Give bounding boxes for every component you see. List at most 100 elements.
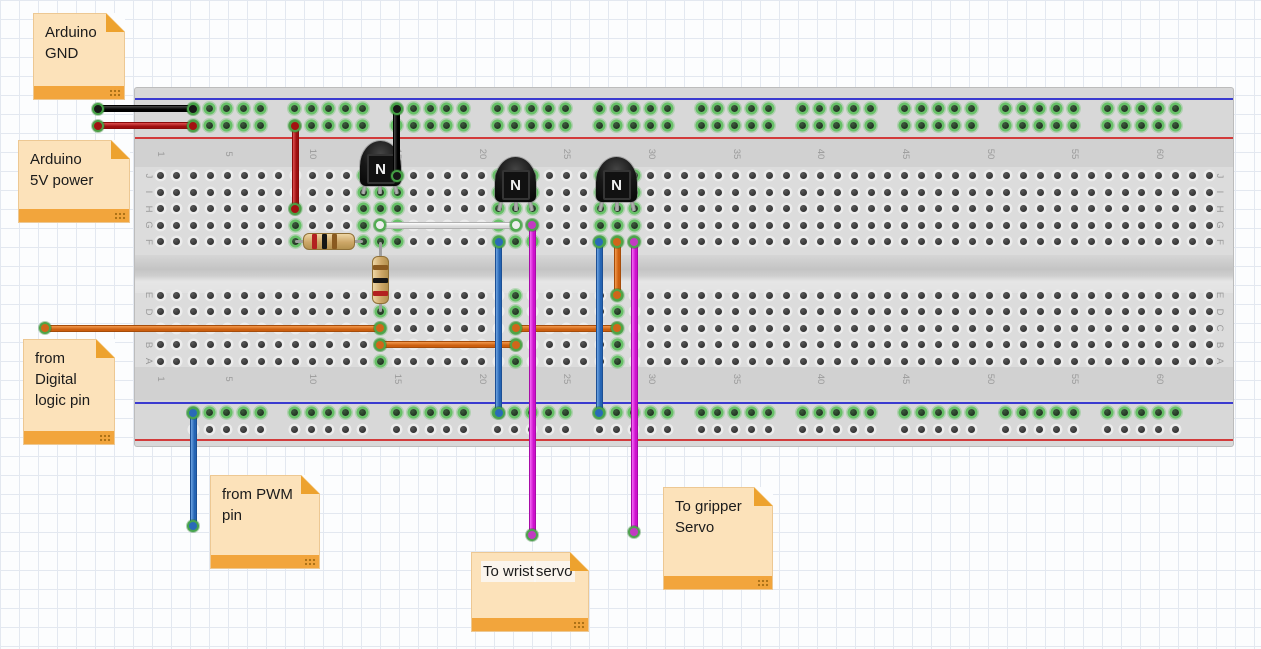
note-resize-grip[interactable]: [758, 578, 769, 587]
breadboard-hole: [850, 308, 858, 315]
breadboard-hole: [867, 324, 875, 332]
wire-endpoint[interactable]: [39, 322, 51, 334]
wire-endpoint[interactable]: [628, 526, 640, 538]
note-folded-corner-icon: [106, 13, 125, 32]
wire-endpoint[interactable]: [374, 219, 386, 231]
wire-endpoint[interactable]: [509, 219, 522, 231]
wire-endpoint[interactable]: [187, 407, 199, 419]
wire-endpoint[interactable]: [628, 235, 640, 248]
wire-arduino-5v[interactable]: [98, 122, 193, 129]
breadboard-hole: [765, 205, 773, 212]
wire-pwm-blue[interactable]: [189, 413, 197, 526]
wire-endpoint[interactable]: [187, 520, 199, 532]
wire-arduino-gnd[interactable]: [98, 105, 193, 112]
wire-endpoint[interactable]: [374, 322, 386, 334]
note-title-bar[interactable]: [34, 86, 124, 99]
wire-endpoint[interactable]: [611, 322, 623, 334]
wire-endpoint[interactable]: [526, 219, 538, 231]
note-title-bar[interactable]: [211, 555, 319, 568]
breadboard-hole: [833, 341, 841, 348]
column-number-label: 45: [899, 148, 911, 160]
wire-endpoint[interactable]: [509, 322, 522, 334]
breadboard-hole: [393, 357, 401, 365]
breadboard-hole-connected: [1070, 105, 1078, 112]
breadboard-hole: [562, 357, 570, 365]
note-resize-grip[interactable]: [574, 620, 585, 629]
note-resize-grip[interactable]: [305, 557, 316, 566]
wire-endpoint[interactable]: [92, 102, 104, 115]
breadboard-hole: [156, 238, 164, 245]
note-resize-grip[interactable]: [110, 88, 121, 97]
breadboard-hole: [1155, 357, 1163, 365]
transistor-2[interactable]: N: [495, 157, 536, 202]
wire-endpoint[interactable]: [593, 235, 605, 248]
breadboard-hole: [308, 188, 316, 196]
wire-endpoint[interactable]: [289, 202, 301, 215]
note-title-bar[interactable]: [19, 209, 129, 222]
breadboard-hole-connected: [460, 105, 468, 112]
breadboard-hole: [444, 291, 452, 299]
breadboard-hole: [1070, 205, 1078, 212]
wire-endpoint[interactable]: [289, 119, 301, 132]
wire-blue-1[interactable]: [495, 241, 502, 413]
breadboard-hole: [901, 291, 909, 299]
note-title-bar[interactable]: [664, 576, 772, 589]
breadboard-hole: [291, 308, 299, 315]
breadboard-hole: [969, 205, 977, 212]
note-resize-grip[interactable]: [115, 211, 126, 220]
resistor-horizontal[interactable]: [303, 233, 355, 250]
resistor-band: [312, 234, 317, 249]
breadboard-hole: [799, 188, 807, 196]
wire-endpoint[interactable]: [509, 338, 522, 351]
wire-endpoint[interactable]: [390, 169, 403, 182]
wire-endpoint[interactable]: [492, 235, 505, 248]
wire-endpoint[interactable]: [390, 102, 403, 115]
wire-endpoint[interactable]: [526, 529, 538, 541]
breadboard-hole-connected: [206, 105, 214, 112]
breadboard-hole-connected: [409, 122, 417, 129]
wire-endpoint[interactable]: [187, 119, 199, 132]
wire-red-jumper[interactable]: [291, 125, 299, 209]
wire-magenta-wrist[interactable]: [528, 225, 536, 535]
wire-magenta-gripper[interactable]: [630, 241, 638, 532]
note-resize-grip[interactable]: [100, 433, 111, 442]
breadboard-hole: [562, 221, 570, 229]
breadboard-hole: [698, 357, 706, 365]
wire-white-jumper[interactable]: [380, 221, 516, 229]
breadboard-hole: [952, 357, 960, 365]
wire-endpoint[interactable]: [611, 235, 623, 248]
wire-orange-short[interactable]: [613, 241, 621, 295]
note-title-bar[interactable]: [472, 618, 588, 631]
breadboard-hole-connected: [308, 122, 316, 129]
breadboard-hole-connected: [240, 122, 248, 129]
wire-endpoint[interactable]: [593, 407, 605, 419]
wire-endpoint[interactable]: [374, 338, 386, 351]
wire-endpoint[interactable]: [492, 407, 505, 419]
transistor-3[interactable]: N: [596, 157, 637, 202]
breadboard-hole-connected: [240, 105, 248, 112]
breadboard-hole: [1206, 308, 1214, 315]
breadboard-hole: [765, 238, 773, 245]
breadboard-hole: [444, 172, 452, 179]
note-title-bar[interactable]: [24, 431, 114, 444]
wire-endpoint[interactable]: [611, 289, 623, 301]
wire-digital-orange[interactable]: [45, 324, 380, 332]
breadboard-hole: [969, 308, 977, 315]
wire-black-jumper[interactable]: [393, 108, 400, 176]
wire-endpoint[interactable]: [187, 102, 199, 115]
breadboard-hole-connected: [1103, 122, 1111, 129]
wire-endpoint[interactable]: [92, 119, 104, 132]
wire-blue-2[interactable]: [595, 241, 603, 413]
